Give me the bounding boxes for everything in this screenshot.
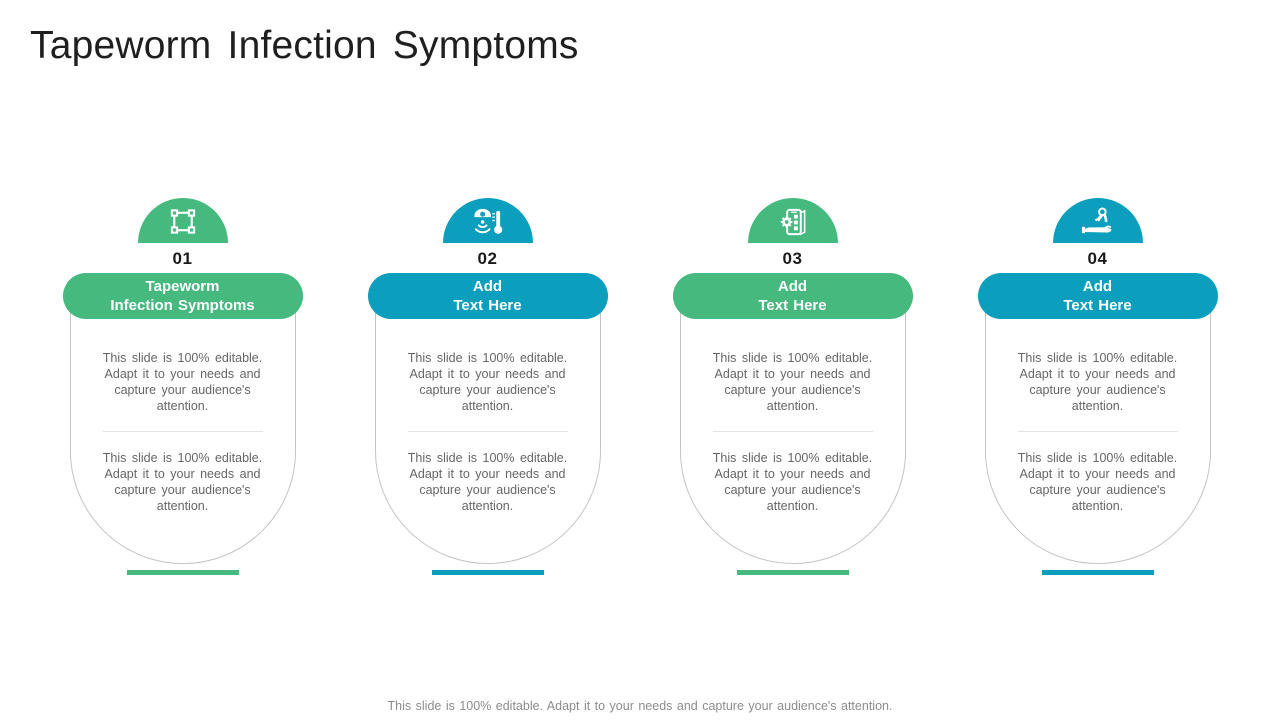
column-heading-pill[interactable]: Add Text Here [367,273,608,319]
body-paragraph[interactable]: This slide is 100% editable. Adapt it to… [712,351,873,413]
step-number: 01 [172,249,193,268]
column-body-card: This slide is 100% editable. Adapt it to… [374,294,601,564]
column-body-card: This slide is 100% editable. Adapt it to… [69,294,296,564]
column-body-card: This slide is 100% editable. Adapt it to… [984,294,1211,564]
heading-line-2: Infection Symptoms [110,297,255,314]
body-paragraph[interactable]: This slide is 100% editable. Adapt it to… [407,451,568,513]
column-dome [442,198,533,243]
step-column: 01 Tapeworm Infection Symptoms This slid… [62,198,303,583]
footer-note: This slide is 100% editable. Adapt it to… [387,699,893,713]
hand-keys-icon [1081,207,1112,234]
accent-underline [736,570,849,575]
body-paragraph[interactable]: This slide is 100% editable. Adapt it to… [1017,451,1178,513]
step-column: 04 Add Text Here This slide is 100% edit… [977,198,1218,583]
step-number: 02 [477,249,498,268]
body-paragraph[interactable]: This slide is 100% editable. Adapt it to… [102,451,263,513]
body-paragraph[interactable]: This slide is 100% editable. Adapt it to… [712,451,873,513]
column-heading-pill[interactable]: Tapeworm Infection Symptoms [62,273,303,319]
heading-line-1: Tapeworm [145,278,220,295]
step-column: 03 Add Text Here This slide is 100% edit… [672,198,913,583]
sensor-thermometer-icon [473,208,502,234]
frame-nodes-icon [170,209,195,234]
body-paragraph[interactable]: This slide is 100% editable. Adapt it to… [1017,351,1178,413]
heading-line-2: Text Here [453,297,522,314]
body-paragraph[interactable]: This slide is 100% editable. Adapt it to… [102,351,263,413]
accent-underline [126,570,239,575]
column-heading-pill[interactable]: Add Text Here [672,273,913,319]
slide-title: Tapeworm Infection Symptoms [30,24,579,67]
step-number: 03 [782,249,803,268]
column-dome [1052,198,1143,243]
accent-underline [1041,570,1154,575]
column-heading-pill[interactable]: Add Text Here [977,273,1218,319]
heading-line-2: Text Here [758,297,827,314]
heading-line-1: Add [777,278,808,295]
paragraph-divider [1017,431,1178,432]
phone-gear-icon [780,208,805,236]
paragraph-divider [102,431,263,432]
heading-line-1: Add [472,278,503,295]
body-paragraph[interactable]: This slide is 100% editable. Adapt it to… [407,351,568,413]
step-column: 02 Add Text Here This slide is 100% edit… [367,198,608,583]
accent-underline [431,570,544,575]
heading-line-1: Add [1082,278,1113,295]
paragraph-divider [712,431,873,432]
column-dome [747,198,838,243]
columns-row: 01 Tapeworm Infection Symptoms This slid… [0,198,1280,583]
column-body-card: This slide is 100% editable. Adapt it to… [679,294,906,564]
paragraph-divider [407,431,568,432]
column-dome [137,198,228,243]
heading-line-2: Text Here [1063,297,1132,314]
step-number: 04 [1087,249,1108,268]
